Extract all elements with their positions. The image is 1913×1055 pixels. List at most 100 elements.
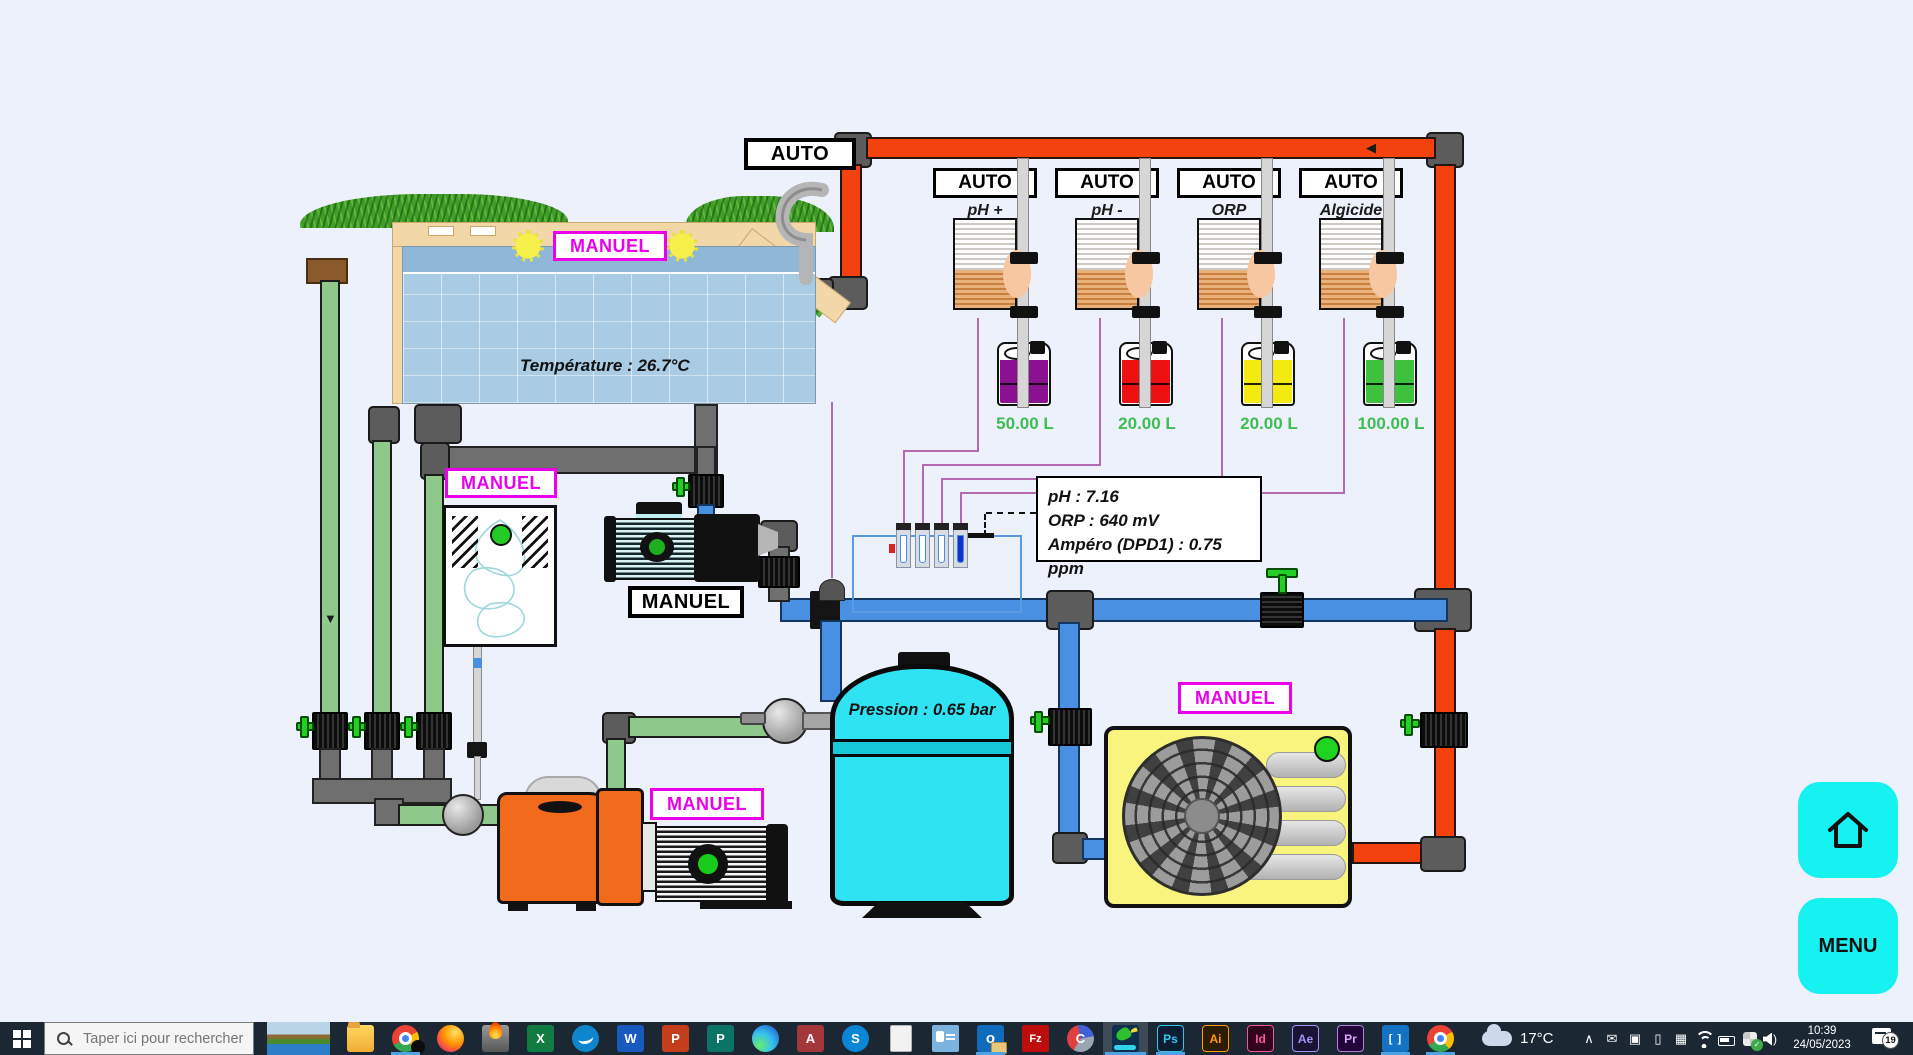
taskbar-app-brackets[interactable]: [ ] xyxy=(1373,1022,1418,1055)
taskbar-app-illustrator[interactable]: Ai xyxy=(1193,1022,1238,1055)
heater-unit[interactable] xyxy=(443,505,557,647)
pool-light-icon[interactable] xyxy=(512,230,544,262)
taskbar-app-ccleaner[interactable]: C xyxy=(1058,1022,1103,1055)
taskbar-app-word[interactable]: W xyxy=(608,1022,653,1055)
suction-pipe-3 xyxy=(424,474,444,722)
heater-mode-tag[interactable]: MANUEL xyxy=(445,468,557,498)
d osing-line xyxy=(903,450,979,452)
outlook-icon: o xyxy=(977,1025,1007,1054)
suction-valve-3[interactable] xyxy=(416,712,452,750)
main-pipe-valve[interactable] xyxy=(1260,592,1304,628)
return-pipe-right xyxy=(1434,164,1456,594)
openoffice-icon xyxy=(572,1025,599,1052)
premiere-icon: Pr xyxy=(1337,1025,1364,1052)
running-indicator xyxy=(391,1052,420,1055)
tray-meet-now-icon[interactable]: ▣ xyxy=(1628,1030,1642,1046)
tray-security-icon[interactable] xyxy=(1739,1030,1763,1051)
excel-icon: X xyxy=(527,1025,554,1052)
suction-valve-2[interactable] xyxy=(364,712,400,750)
coping-tile xyxy=(470,226,496,236)
supply-valve-mode-tag[interactable]: AUTO xyxy=(744,138,856,170)
suction-valve-1[interactable] xyxy=(312,712,348,750)
menu-button[interactable]: MENU xyxy=(1798,898,1898,994)
filter-base xyxy=(862,902,982,918)
taskbar-app-pool-app[interactable] xyxy=(1103,1022,1148,1055)
taskbar-app-contacts[interactable] xyxy=(923,1022,968,1055)
tray-mail-icon[interactable]: ✉ xyxy=(1606,1030,1618,1046)
notification-icon: 19 xyxy=(1872,1028,1899,1049)
booster-return-valve[interactable] xyxy=(758,556,800,588)
taskbar-app-aftereffects[interactable]: Ae xyxy=(1283,1022,1328,1055)
multiport-handle[interactable] xyxy=(740,712,766,725)
booster-motor-cap xyxy=(604,516,616,582)
chemical-volume: 20.00 L xyxy=(1118,414,1176,433)
heat-pump-mode-tag[interactable]: MANUEL xyxy=(1178,682,1292,714)
booster-mode-tag[interactable]: MANUEL xyxy=(628,586,744,618)
weather-temp: 17°C xyxy=(1520,1030,1554,1047)
taskbar-app-access[interactable]: A xyxy=(788,1022,833,1055)
tray-display-colors-icon[interactable]: ▦ xyxy=(1674,1030,1688,1046)
app-badge xyxy=(411,1040,425,1054)
notification-center[interactable]: 19 xyxy=(1872,1028,1906,1052)
taskbar-app-outlook[interactable]: o xyxy=(968,1022,1013,1055)
heat-pump-return-valve[interactable] xyxy=(1420,712,1468,748)
heater-drain-mark xyxy=(473,658,482,668)
can-cap xyxy=(1030,341,1045,354)
heat-pump-feed-valve[interactable] xyxy=(1048,708,1092,746)
probe-box-connector xyxy=(986,512,1036,514)
taskbar-app-openoffice[interactable] xyxy=(563,1022,608,1055)
dosing-line xyxy=(977,318,979,450)
suction-pipe-1 xyxy=(320,280,340,722)
probe-box-connector xyxy=(984,514,986,536)
tray-chevron-up-icon[interactable]: ∧ xyxy=(1584,1030,1594,1046)
weather-widget[interactable]: 17°C xyxy=(1482,1022,1576,1055)
pool-light-icon[interactable] xyxy=(666,230,698,262)
lance-coupling xyxy=(1254,252,1282,264)
home-button[interactable] xyxy=(1798,782,1898,878)
coping-tile xyxy=(428,226,454,236)
main-pump-mode-tag[interactable]: MANUEL xyxy=(650,788,764,820)
flow-arrow: ◀ xyxy=(1366,140,1376,155)
dosing-station-algicide: AUTO Algicide 100.00 L xyxy=(1279,158,1425,434)
start-button[interactable] xyxy=(0,1022,44,1055)
taskbar-app-powerpoint[interactable]: P xyxy=(653,1022,698,1055)
landscape-thumbnail[interactable] xyxy=(267,1022,330,1055)
taskbar-app-firefox[interactable] xyxy=(428,1022,473,1055)
probe-red-mark xyxy=(889,544,895,553)
filter-pressure: Pression : 0.65 bar xyxy=(848,701,996,719)
taskbar-app-chrome-2[interactable] xyxy=(1418,1022,1463,1055)
main-pump-mid xyxy=(596,788,644,906)
taskbar-app-filezilla[interactable]: Fz xyxy=(1013,1022,1058,1055)
analysis-stub xyxy=(966,533,994,538)
search-input[interactable] xyxy=(81,1029,246,1048)
tray-battery-icon[interactable] xyxy=(1716,1031,1738,1049)
taskbar-app-indesign[interactable]: Id xyxy=(1238,1022,1283,1055)
taskbar-app-flame-app[interactable] xyxy=(473,1022,518,1055)
heat-pump-unit[interactable] xyxy=(1104,726,1352,908)
taskbar-search[interactable] xyxy=(44,1022,254,1055)
station-chem-label: pH + xyxy=(967,202,1003,219)
taskbar-app-writer[interactable] xyxy=(878,1022,923,1055)
tray-usb-icon[interactable]: ▯ xyxy=(1654,1030,1662,1046)
taskbar-app-publisher[interactable]: P xyxy=(698,1022,743,1055)
taskbar-app-skype[interactable]: S xyxy=(833,1022,878,1055)
probe-readout-box: pH : 7.16 ORP : 640 mV Ampéro (DPD1) : 0… xyxy=(1036,476,1262,578)
taskbar-app-edge[interactable] xyxy=(743,1022,788,1055)
peristaltic-pump[interactable] xyxy=(1319,218,1383,310)
booster-valve[interactable] xyxy=(688,474,724,508)
filter-tank[interactable]: Pression : 0.65 bar xyxy=(830,664,1014,906)
probe-cell xyxy=(934,523,949,568)
taskbar-app-explorer[interactable] xyxy=(338,1022,383,1055)
pump-discharge-pipe xyxy=(606,738,626,790)
taskbar-app-premiere[interactable]: Pr xyxy=(1328,1022,1373,1055)
taskbar-clock[interactable]: 10:39 24/05/2023 xyxy=(1782,1024,1862,1052)
taskbar-app-excel[interactable]: X xyxy=(518,1022,563,1055)
taskbar-app-chrome[interactable] xyxy=(383,1022,428,1055)
pool-mode-tag[interactable]: MANUEL xyxy=(553,231,667,261)
tray-wifi-icon[interactable] xyxy=(1693,1029,1715,1048)
tray-volume-icon[interactable] xyxy=(1762,1030,1784,1048)
taskbar-app-photoshop[interactable]: Ps xyxy=(1148,1022,1193,1055)
